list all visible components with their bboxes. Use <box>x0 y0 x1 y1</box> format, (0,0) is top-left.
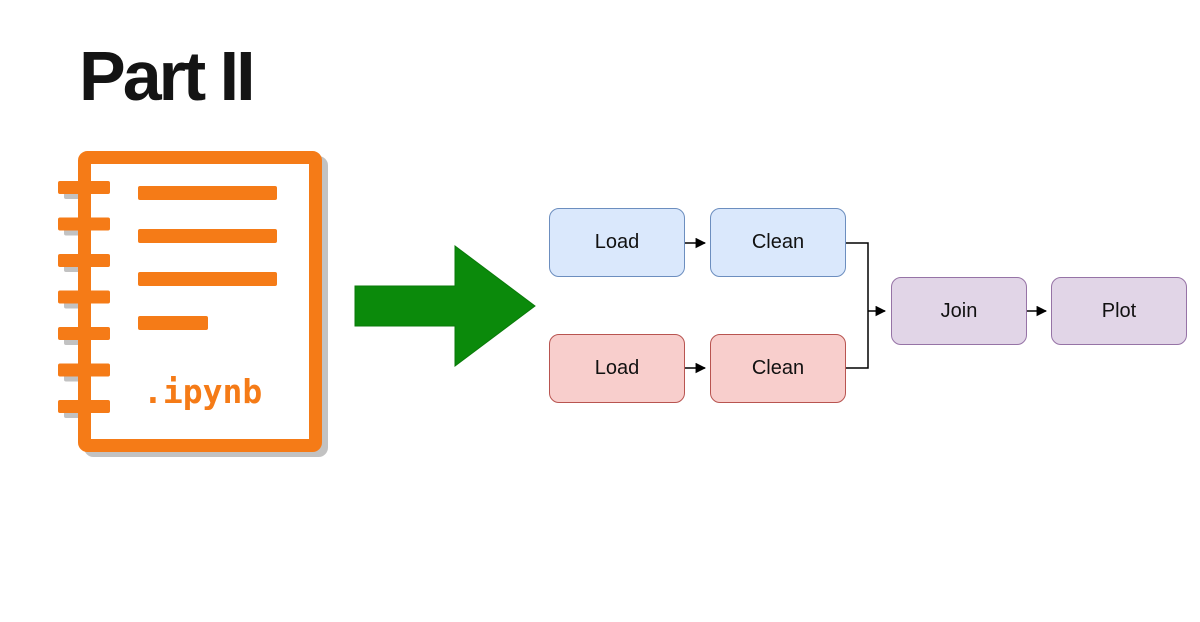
notebook-binding-rings <box>58 181 110 413</box>
notebook-extension-label: .ipynb <box>143 372 262 411</box>
node-load-top: Load <box>549 208 685 277</box>
node-join: Join <box>891 277 1027 345</box>
node-label: Load <box>594 357 640 379</box>
edge-clean-merge-line <box>846 242 869 369</box>
slide-title: Part II <box>79 37 256 115</box>
node-label: Join <box>940 299 978 322</box>
node-label: Clean <box>751 357 805 379</box>
transform-arrow-icon <box>354 245 536 367</box>
node-label: Plot <box>1101 299 1137 322</box>
node-clean-top: Clean <box>710 208 846 277</box>
ipynb-notebook-icon: .ipynb <box>58 151 328 457</box>
node-label: Load <box>594 231 640 253</box>
node-label: Clean <box>751 231 805 253</box>
node-load-bottom: Load <box>549 334 685 403</box>
node-clean-bottom: Clean <box>710 334 846 403</box>
notebook-main: .ipynb <box>58 151 322 452</box>
notebook-text-lines <box>138 186 277 330</box>
node-plot: Plot <box>1051 277 1187 345</box>
